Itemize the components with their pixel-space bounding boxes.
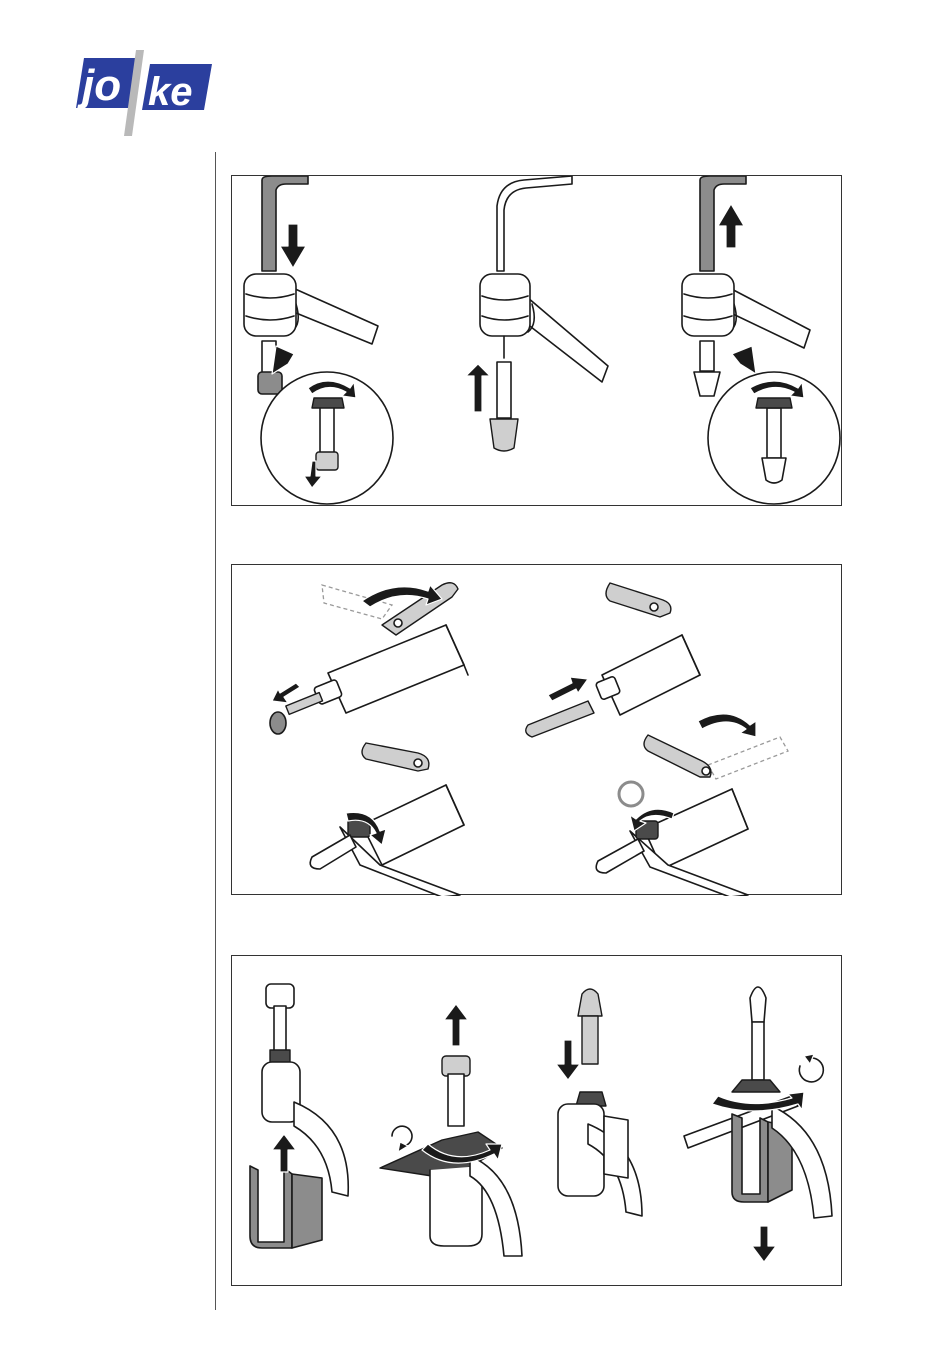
step-tighten-and-remove bbox=[684, 987, 832, 1262]
joke-logo: jo ke bbox=[76, 50, 216, 140]
step-close-lever bbox=[596, 714, 788, 896]
step-insert-nozzle bbox=[466, 176, 608, 451]
step-remove-nozzle bbox=[244, 176, 393, 504]
handpiece-collet-change-illustration bbox=[232, 565, 843, 896]
step-lift-clamp bbox=[250, 984, 348, 1248]
step-open-lever bbox=[270, 583, 468, 734]
illustration-panel-3 bbox=[231, 955, 842, 1286]
step-fit-nozzle bbox=[682, 176, 840, 504]
hose-nozzle-change-illustration bbox=[232, 176, 843, 507]
step-tighten-collet bbox=[310, 743, 464, 896]
step-insert-collet bbox=[526, 583, 700, 737]
illustration-panel-1 bbox=[231, 175, 842, 506]
step-insert-tool bbox=[556, 989, 642, 1216]
step-loosen-tool bbox=[380, 1004, 522, 1256]
logo-text-right: ke bbox=[148, 70, 193, 114]
logo-text-left: jo bbox=[77, 61, 121, 110]
margin-rule bbox=[215, 152, 216, 1310]
illustration-panel-2 bbox=[231, 564, 842, 895]
clamp-holder-tool-change-illustration bbox=[232, 956, 843, 1287]
